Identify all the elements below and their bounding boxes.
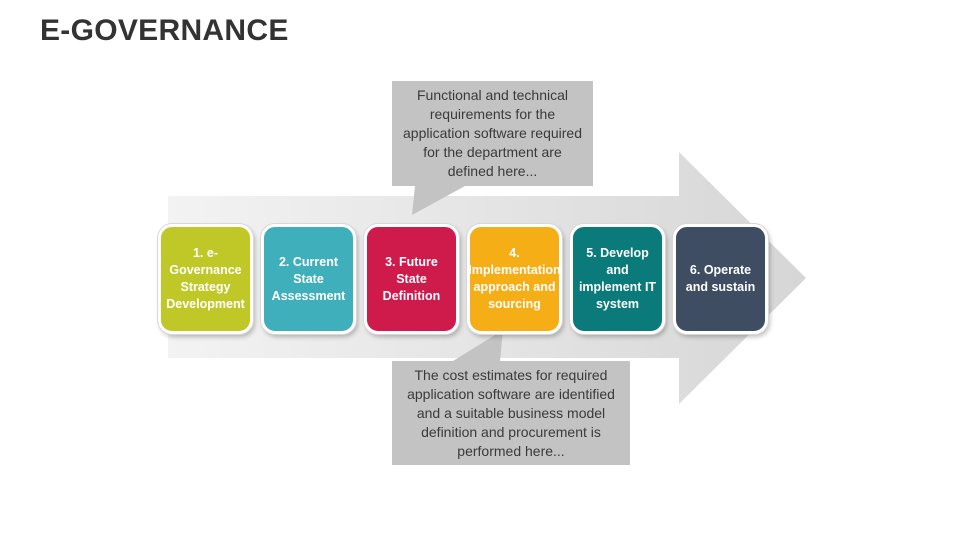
callout-bottom: The cost estimates for required applicat… [392,361,630,465]
step-4: 4. Implementation approach and sourcing [467,224,562,334]
callout-top-pointer [412,186,465,215]
step-2: 2. Current State Assessment [261,224,356,334]
step-3: 3. Future State Definition [364,224,459,334]
page-title: E-GOVERNANCE [40,14,289,47]
step-1: 1. e-Governance Strategy Development [158,224,253,334]
callout-bottom-pointer [453,330,503,361]
step-5: 5. Develop and implement IT system [570,224,665,334]
callout-top: Functional and technical requirements fo… [392,81,593,186]
step-6: 6. Operate and sustain [673,224,768,334]
